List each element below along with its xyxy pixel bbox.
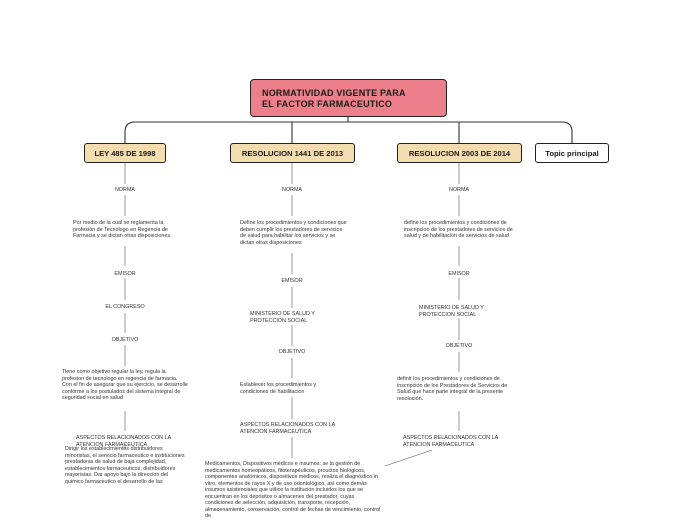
subtopic-norma[interactable]: NORMA bbox=[114, 187, 136, 193]
subtopic-emisor-value[interactable]: MINISTERIO DE SALUD Y PROTECCION SOCIAL bbox=[250, 311, 315, 324]
subtopic-objetivo[interactable]: OBJETIVO bbox=[278, 349, 306, 355]
main-topic-resolucion-1441[interactable]: RESOLUCION 1441 DE 2013 bbox=[230, 143, 355, 163]
subtopic-objetivo[interactable]: OBJETIVO bbox=[445, 343, 473, 349]
subtopic-norma[interactable]: NORMA bbox=[448, 187, 470, 193]
main-topic-placeholder[interactable]: Topic principal bbox=[535, 143, 609, 163]
subtopic-emisor-value[interactable]: MINISTERIO DE SALUD Y PROTECCION SOCIAL bbox=[419, 305, 484, 318]
subtopic-aspectos[interactable]: ASPECTOS RELACIONADOS CON LA ATENCION FA… bbox=[403, 435, 498, 448]
subtopic-aspectos[interactable]: ASPECTOS RELACIONADOS CON LA ATENCION FA… bbox=[76, 435, 171, 448]
subtopic-aspectos-text[interactable]: Dirigir los establecimientos distribuido… bbox=[65, 446, 185, 485]
central-topic-line2: EL FACTOR FARMACEUTICO bbox=[262, 99, 393, 109]
main-topic-resolucion-2003[interactable]: RESOLUCION 2003 DE 2014 bbox=[397, 143, 522, 163]
subtopic-emisor[interactable]: EMISOR bbox=[114, 271, 136, 277]
subtopic-objetivo-text[interactable]: Establecer los procedimientos y condicio… bbox=[240, 382, 317, 395]
central-topic[interactable]: NORMATIVIDAD VIGENTE PARA EL FACTOR FARM… bbox=[250, 79, 447, 117]
subtopic-norma-text[interactable]: Por medio de la cual se reglamenta la pr… bbox=[73, 220, 172, 239]
main-topic-label: LEY 485 DE 1998 bbox=[94, 148, 156, 158]
subtopic-norma[interactable]: NORMA bbox=[281, 187, 303, 193]
main-topic-ley-485[interactable]: LEY 485 DE 1998 bbox=[84, 143, 166, 163]
subtopic-objetivo-text[interactable]: Tiene como objetivo regular la ley, regu… bbox=[62, 369, 188, 401]
subtopic-objetivo-text[interactable]: definir los procedimientos y condiciones… bbox=[397, 376, 508, 402]
main-topic-label: RESOLUCION 2003 DE 2014 bbox=[408, 148, 511, 158]
subtopic-emisor-value[interactable]: EL CONGRESO bbox=[105, 304, 145, 310]
subtopic-emisor[interactable]: EMISOR bbox=[281, 278, 303, 284]
main-topic-label: RESOLUCION 1441 DE 2013 bbox=[241, 148, 344, 158]
subtopic-aspectos-text[interactable]: Medicamentos, Dispositivos médicos e ins… bbox=[205, 461, 381, 519]
subtopic-objetivo[interactable]: OBJETIVO bbox=[111, 337, 139, 343]
central-topic-line1: NORMATIVIDAD VIGENTE PARA bbox=[262, 88, 406, 98]
main-topic-label: Topic principal bbox=[545, 148, 599, 158]
subtopic-emisor[interactable]: EMISOR bbox=[448, 271, 470, 277]
subtopic-norma-text[interactable]: Define los procedimientos y condiciones … bbox=[240, 220, 347, 246]
subtopic-aspectos[interactable]: ASPECTOS RELACIONADOS CON LA ATENCION FA… bbox=[240, 422, 335, 435]
subtopic-norma-text[interactable]: define los procedimientos y condiciones … bbox=[404, 220, 513, 239]
